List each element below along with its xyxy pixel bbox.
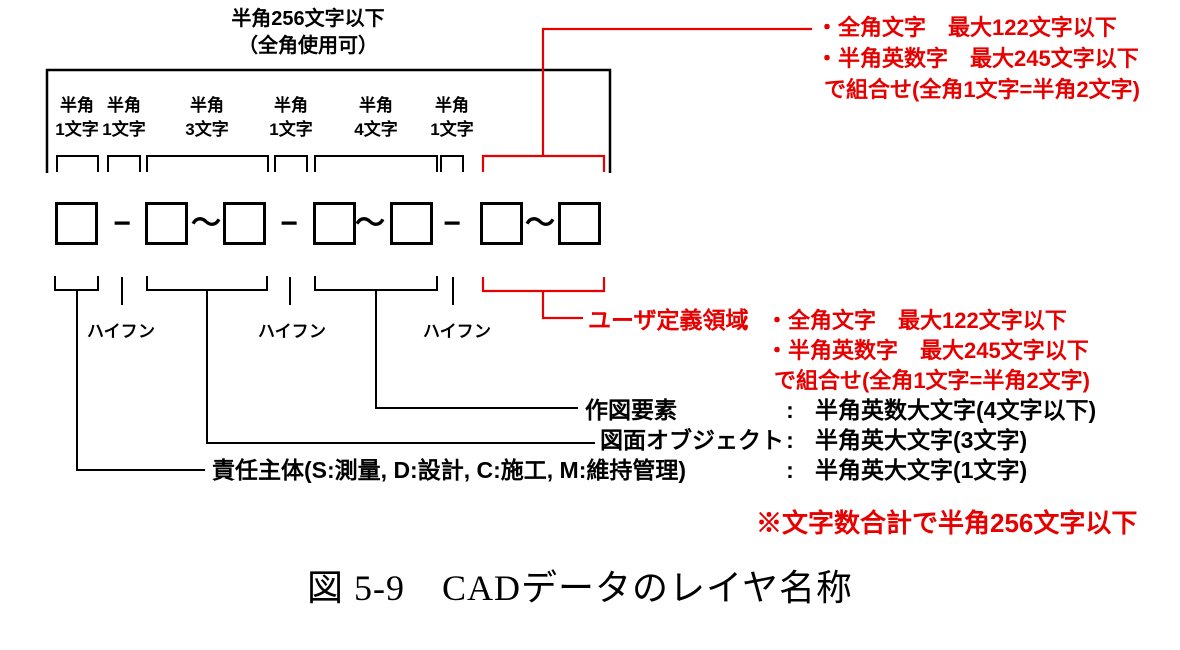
col-label-5-bottom: 4文字 xyxy=(354,120,398,139)
hyphen-separator-2: − xyxy=(280,207,298,240)
top-note-line3: で組合せ(全角1文字=半角2文字) xyxy=(824,77,1140,102)
row-responsible-entity-label: 責任主体(S:測量, D:設計, C:施工, M:維持管理) xyxy=(212,457,687,483)
col-label-3-top: 半角 xyxy=(190,96,224,115)
total-length-footnote: ※文字数合計で半角256文字以下 xyxy=(756,508,1138,538)
hyphen-separator-3: − xyxy=(443,207,461,240)
col-label-4-top: 半角 xyxy=(274,96,308,115)
tilde-separator-3: ～ xyxy=(525,207,555,240)
col-label-3-bottom: 3文字 xyxy=(185,120,229,139)
char-box-7 xyxy=(558,202,601,245)
col-label-6-top: 半角 xyxy=(435,96,469,115)
upper-bracket-6 xyxy=(440,155,464,172)
upper-bracket-1 xyxy=(56,155,99,172)
lower-bracket-2 xyxy=(146,276,268,291)
col-label-4: 半角 1文字 xyxy=(259,94,323,142)
char-box-3 xyxy=(223,202,266,245)
col-label-6: 半角 1文字 xyxy=(420,94,484,142)
overall-limit-header: 半角256文字以下 （全角使用可） xyxy=(158,6,458,60)
col-label-6-bottom: 1文字 xyxy=(430,120,474,139)
upper-bracket-3 xyxy=(146,155,269,172)
overall-bracket xyxy=(45,68,612,173)
char-box-4 xyxy=(313,202,356,245)
top-note-line2: ・半角英数字 最大245文字以下 xyxy=(816,46,1139,71)
col-label-5: 半角 4文字 xyxy=(344,94,408,142)
col-label-2-top: 半角 xyxy=(107,96,141,115)
user-area-upper-bracket xyxy=(481,154,606,172)
char-box-5 xyxy=(390,202,433,245)
tilde-separator-1: ～ xyxy=(191,207,221,240)
hyphen-label-3: ハイフン xyxy=(423,322,491,341)
hyphen-label-2: ハイフン xyxy=(258,322,326,341)
upper-bracket-2 xyxy=(107,155,141,172)
col-label-5-top: 半角 xyxy=(359,96,393,115)
col-label-2: 半角 1文字 xyxy=(92,94,156,142)
stem-responsible-entity xyxy=(76,290,205,471)
user-area-top-note: ・全角文字 最大122文字以下 ・半角英数字 最大245文字以下 で組合せ(全角… xyxy=(816,12,1140,105)
user-area-note-line1: ・全角文字 最大122文字以下 xyxy=(766,308,1067,333)
char-box-2 xyxy=(145,202,188,245)
col-label-1: 半角 1文字 xyxy=(45,94,109,142)
char-box-1 xyxy=(55,202,98,245)
row-responsible-entity-value: 半角英大文字(1文字) xyxy=(815,457,1028,483)
row-responsible-entity-colon: : xyxy=(786,457,794,483)
row-drawing-object-value: 半角英大文字(3文字) xyxy=(815,427,1028,453)
user-area-label: ユーザ定義領域 xyxy=(588,307,749,333)
user-area-colon: : xyxy=(742,307,750,333)
user-area-note: ・全角文字 最大122文字以下 ・半角英数字 最大245文字以下 で組合せ(全角… xyxy=(766,306,1090,396)
lower-bracket-1 xyxy=(54,276,99,291)
overall-limit-line1: 半角256文字以下 xyxy=(231,8,385,30)
upper-bracket-4 xyxy=(274,155,308,172)
top-note-line1: ・全角文字 最大122文字以下 xyxy=(816,15,1117,40)
stem-drawing-object xyxy=(206,290,595,444)
lower-bracket-3 xyxy=(314,276,438,291)
char-box-6 xyxy=(480,202,523,245)
row-drawing-element-colon: : xyxy=(786,397,794,423)
row-drawing-object-label: 図面オブジェクト xyxy=(600,427,784,453)
row-drawing-element-value: 半角英数大文字(4文字以下) xyxy=(815,397,1097,423)
col-label-1-bottom: 1文字 xyxy=(55,120,99,139)
figure-caption: 図 5-9 CADデータのレイヤ名称 xyxy=(307,568,853,608)
user-area-label-connector xyxy=(541,291,583,320)
tilde-separator-2: ～ xyxy=(355,207,385,240)
overall-limit-line2: （全角使用可） xyxy=(238,35,378,57)
row-drawing-element-label: 作図要素 xyxy=(585,397,677,423)
hyphen-label-1: ハイフン xyxy=(87,322,155,341)
hyphen-separator-1: − xyxy=(113,207,131,240)
user-area-lower-bracket xyxy=(481,277,606,293)
col-label-4-bottom: 1文字 xyxy=(269,120,313,139)
user-area-note-line2: ・半角英数字 最大245文字以下 xyxy=(766,338,1089,363)
stem-drawing-element xyxy=(375,290,578,409)
row-drawing-object-colon: : xyxy=(786,427,794,453)
col-label-3: 半角 3文字 xyxy=(175,94,239,142)
user-area-note-line3: で組合せ(全角1文字=半角2文字) xyxy=(774,368,1090,393)
col-label-1-top: 半角 xyxy=(60,96,94,115)
col-label-2-bottom: 1文字 xyxy=(102,120,146,139)
upper-bracket-5 xyxy=(314,155,438,172)
user-area-top-connector xyxy=(541,27,812,156)
